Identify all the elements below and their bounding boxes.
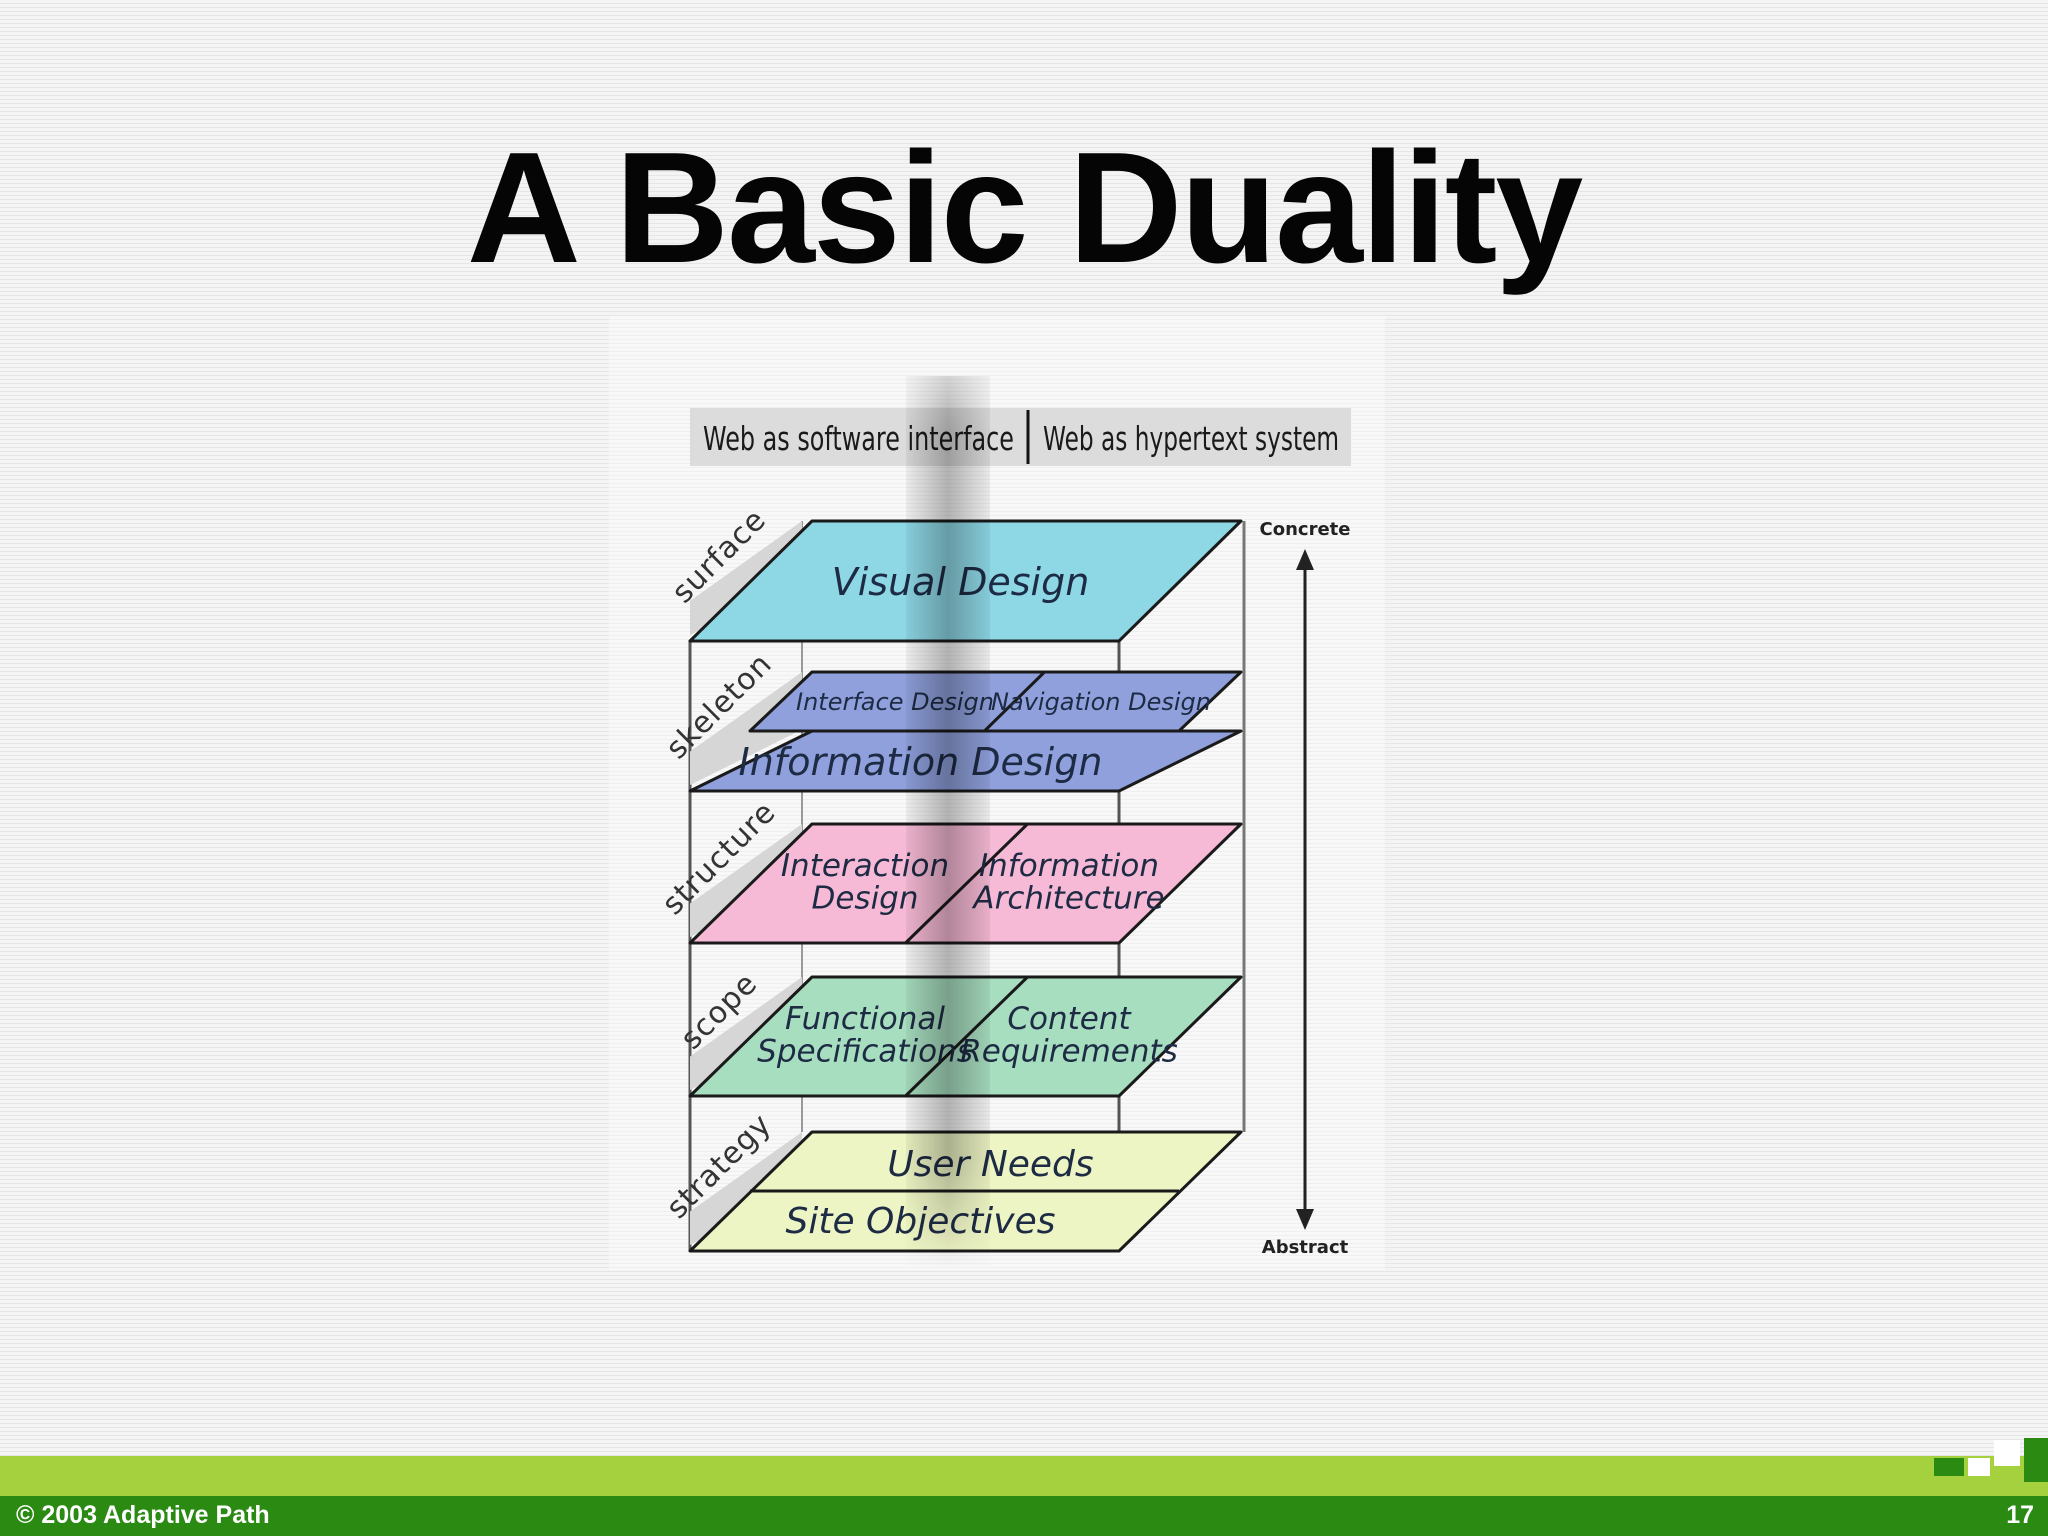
layer-label-tab-structure bbox=[690, 824, 802, 937]
plane-skeleton-top bbox=[748, 670, 1243, 733]
footer-band bbox=[0, 1456, 2048, 1496]
plane-text-navigation-design: Navigation Design bbox=[991, 688, 1211, 716]
footer-decoration-square-4 bbox=[2024, 1438, 2048, 1482]
axis-abstract-label: Abstract bbox=[1262, 1237, 1349, 1258]
page-number: 17 bbox=[2006, 1501, 2034, 1529]
right-header-text: Web as hypertext system bbox=[1043, 419, 1339, 458]
skeleton-split-line bbox=[983, 670, 1046, 733]
footer-decoration-square-1 bbox=[1934, 1458, 1964, 1476]
right-header-box bbox=[1028, 408, 1351, 466]
layer-label-tab-surface bbox=[690, 521, 802, 635]
layer-label-tab-scope bbox=[690, 977, 802, 1090]
axis-arrow-down-icon bbox=[1296, 1209, 1314, 1230]
slide-title: A Basic Duality bbox=[466, 120, 1583, 296]
duality-divider-stripe bbox=[906, 376, 990, 1266]
footer-copyright: © 2003 Adaptive Path bbox=[16, 1501, 270, 1529]
footer-decoration-square-2 bbox=[1968, 1458, 1990, 1476]
layer-label-tab-skeleton bbox=[690, 672, 802, 785]
footer-decoration-square-3 bbox=[1994, 1440, 2020, 1466]
axis-arrow-up-icon bbox=[1296, 549, 1314, 570]
axis-concrete-label: Concrete bbox=[1260, 519, 1351, 540]
elements-of-ux-diagram: Web as software interface Web as hyperte… bbox=[656, 376, 1351, 1266]
layer-label-tab-strategy bbox=[690, 1132, 802, 1245]
footer-bar bbox=[0, 1496, 2048, 1536]
diagram-panel: Web as software interface Web as hyperte… bbox=[609, 316, 1385, 1270]
